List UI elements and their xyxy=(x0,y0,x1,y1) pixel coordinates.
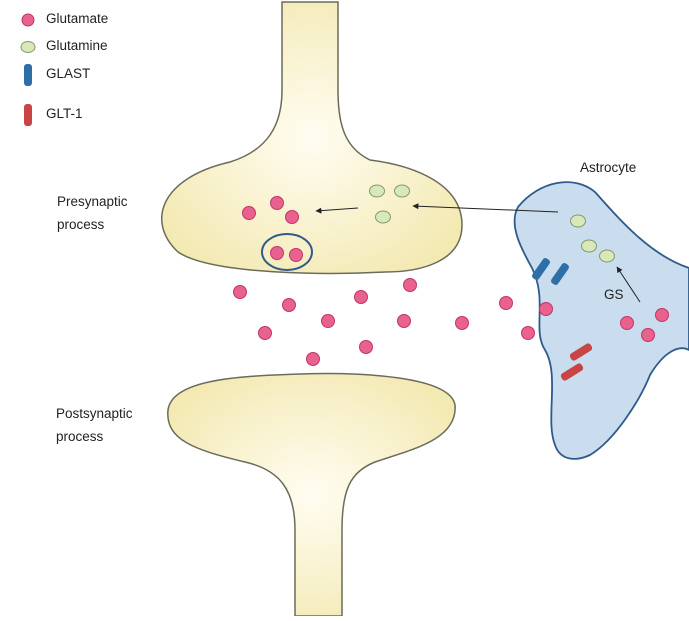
legend xyxy=(21,14,35,126)
glutamate-molecule xyxy=(290,249,303,262)
glutamine-molecule xyxy=(571,215,586,227)
glutamate-molecule xyxy=(286,211,299,224)
legend-glutamate-symbol xyxy=(22,14,34,26)
glutamate-molecule xyxy=(540,303,553,316)
postsynaptic-terminal xyxy=(168,374,455,616)
glutamate-molecule xyxy=(271,247,284,260)
legend-glast-label: GLAST xyxy=(46,66,90,81)
glutamate-molecule xyxy=(404,279,417,292)
glutamate-molecule xyxy=(398,315,411,328)
glutamate-molecule xyxy=(355,291,368,304)
glutamate-molecule xyxy=(259,327,272,340)
legend-glutamine-symbol xyxy=(21,42,35,53)
presynaptic-label-line2: process xyxy=(57,215,104,235)
legend-glutamine-label: Glutamine xyxy=(46,38,108,53)
glutamate-molecule xyxy=(307,353,320,366)
gs-label: GS xyxy=(604,285,624,305)
glutamine-molecule xyxy=(370,185,385,197)
glutamate-molecule xyxy=(656,309,669,322)
glutamate-molecule xyxy=(283,299,296,312)
glutamate-molecule xyxy=(234,286,247,299)
glutamate-molecule xyxy=(621,317,634,330)
glutamate-molecule xyxy=(243,207,256,220)
glutamine-molecule xyxy=(395,185,410,197)
postsynaptic-label-line1: Postsynaptic xyxy=(56,404,133,424)
glutamine-molecule xyxy=(376,211,391,223)
glutamate-molecule xyxy=(456,317,469,330)
glutamate-molecule xyxy=(500,297,513,310)
legend-glutamate-label: Glutamate xyxy=(46,11,108,26)
glutamate-molecule xyxy=(271,197,284,210)
legend-glt1-symbol xyxy=(24,104,32,126)
glutamine-molecule xyxy=(582,240,597,252)
postsynaptic-label-line2: process xyxy=(56,427,103,447)
presynaptic-label-line1: Presynaptic xyxy=(57,192,128,212)
legend-glt1-label: GLT-1 xyxy=(46,106,83,121)
glutamate-molecule xyxy=(642,329,655,342)
glutamine-molecule xyxy=(600,250,615,262)
glutamate-molecule xyxy=(322,315,335,328)
legend-glast-symbol xyxy=(24,64,32,86)
presynaptic-terminal xyxy=(162,2,462,273)
glutamate-molecule xyxy=(360,341,373,354)
astrocyte-label: Astrocyte xyxy=(580,158,636,178)
glutamate-molecule xyxy=(522,327,535,340)
